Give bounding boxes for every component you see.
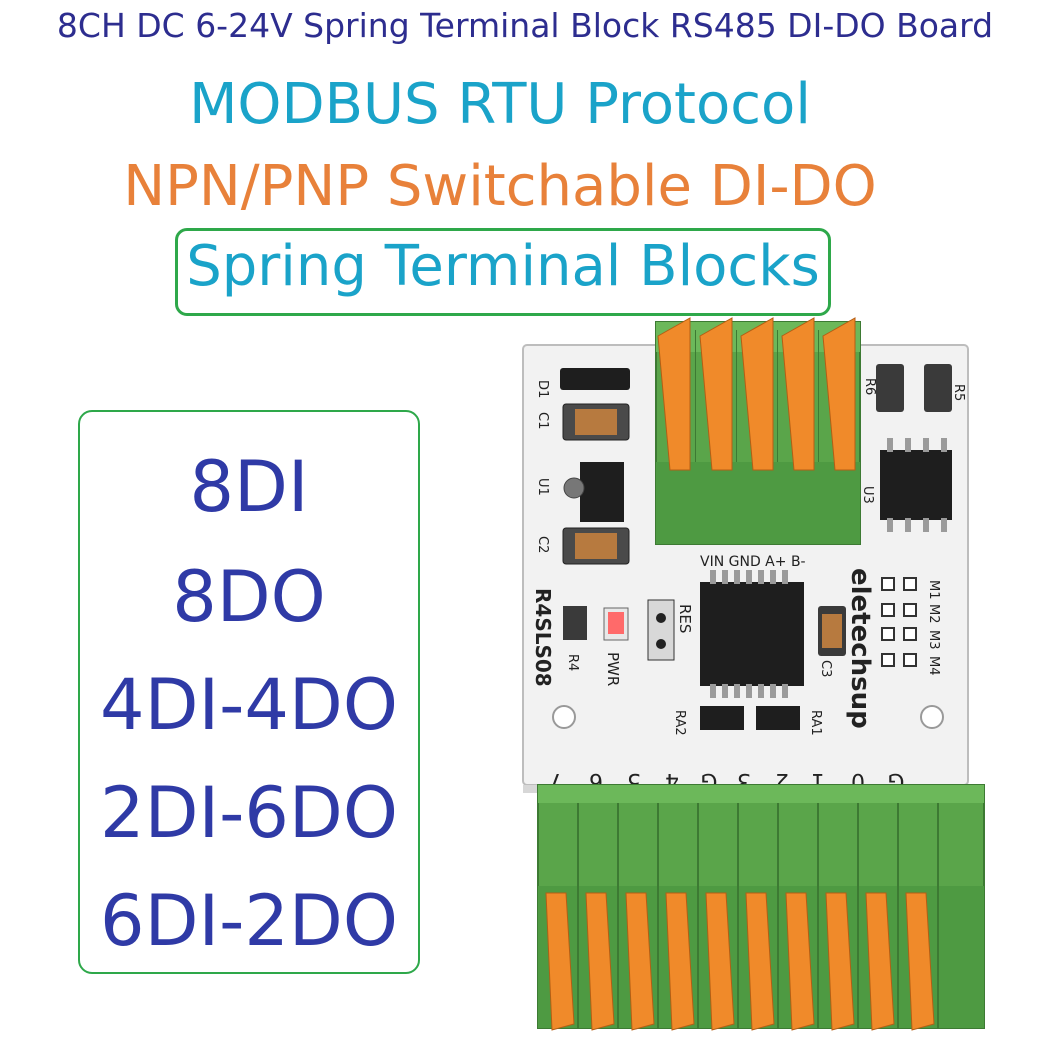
feature-spring: Spring Terminal Blocks: [186, 234, 820, 299]
label-d1: D1: [535, 380, 550, 398]
mcu-chip: [700, 582, 804, 686]
chip-u3: [880, 450, 952, 520]
modes-panel: 8DI 8DO 4DI-4DO 2DI-6DO 6DI-2DO: [78, 410, 420, 974]
mode-2di-6do: 2DI-6DO: [100, 772, 398, 854]
label-power-pins: VIN GND A+ B-: [700, 554, 806, 570]
label-c3: C3: [818, 660, 833, 677]
mode-8do: 8DO: [172, 556, 326, 638]
diode-d1: [560, 368, 630, 390]
feature-box: [175, 228, 831, 316]
label-u1: U1: [535, 478, 550, 496]
board-brand: eletechsup: [845, 568, 875, 729]
label-m3: M3: [926, 630, 941, 650]
label-m4: M4: [926, 656, 941, 676]
label-r5: R5: [951, 384, 966, 401]
label-c1: C1: [535, 412, 550, 429]
label-r6: R6: [862, 378, 877, 395]
label-pwr: PWR: [604, 652, 622, 686]
mode-8di: 8DI: [189, 446, 309, 528]
regulator-u1: [580, 462, 624, 522]
label-ra1: RA1: [808, 710, 823, 736]
feature-modbus: MODBUS RTU Protocol: [189, 72, 811, 137]
label-res: RES: [676, 604, 694, 633]
feature-npn-pnp: NPN/PNP Switchable DI-DO: [123, 154, 877, 219]
board-model: R4SLS08: [531, 588, 555, 687]
label-r4: R4: [565, 654, 580, 671]
mode-4di-4do: 4DI-4DO: [100, 664, 398, 746]
label-c2: C2: [535, 536, 550, 553]
label-m1: M1: [926, 580, 941, 600]
bottom-terminal-block: [537, 784, 985, 1031]
label-ra2: RA2: [672, 710, 687, 736]
label-u3: U3: [860, 486, 875, 504]
top-terminal-block: [655, 317, 861, 545]
mode-6di-2do: 6DI-2DO: [100, 880, 398, 962]
label-m2: M2: [926, 604, 941, 624]
product-title: 8CH DC 6-24V Spring Terminal Block RS485…: [56, 6, 994, 45]
